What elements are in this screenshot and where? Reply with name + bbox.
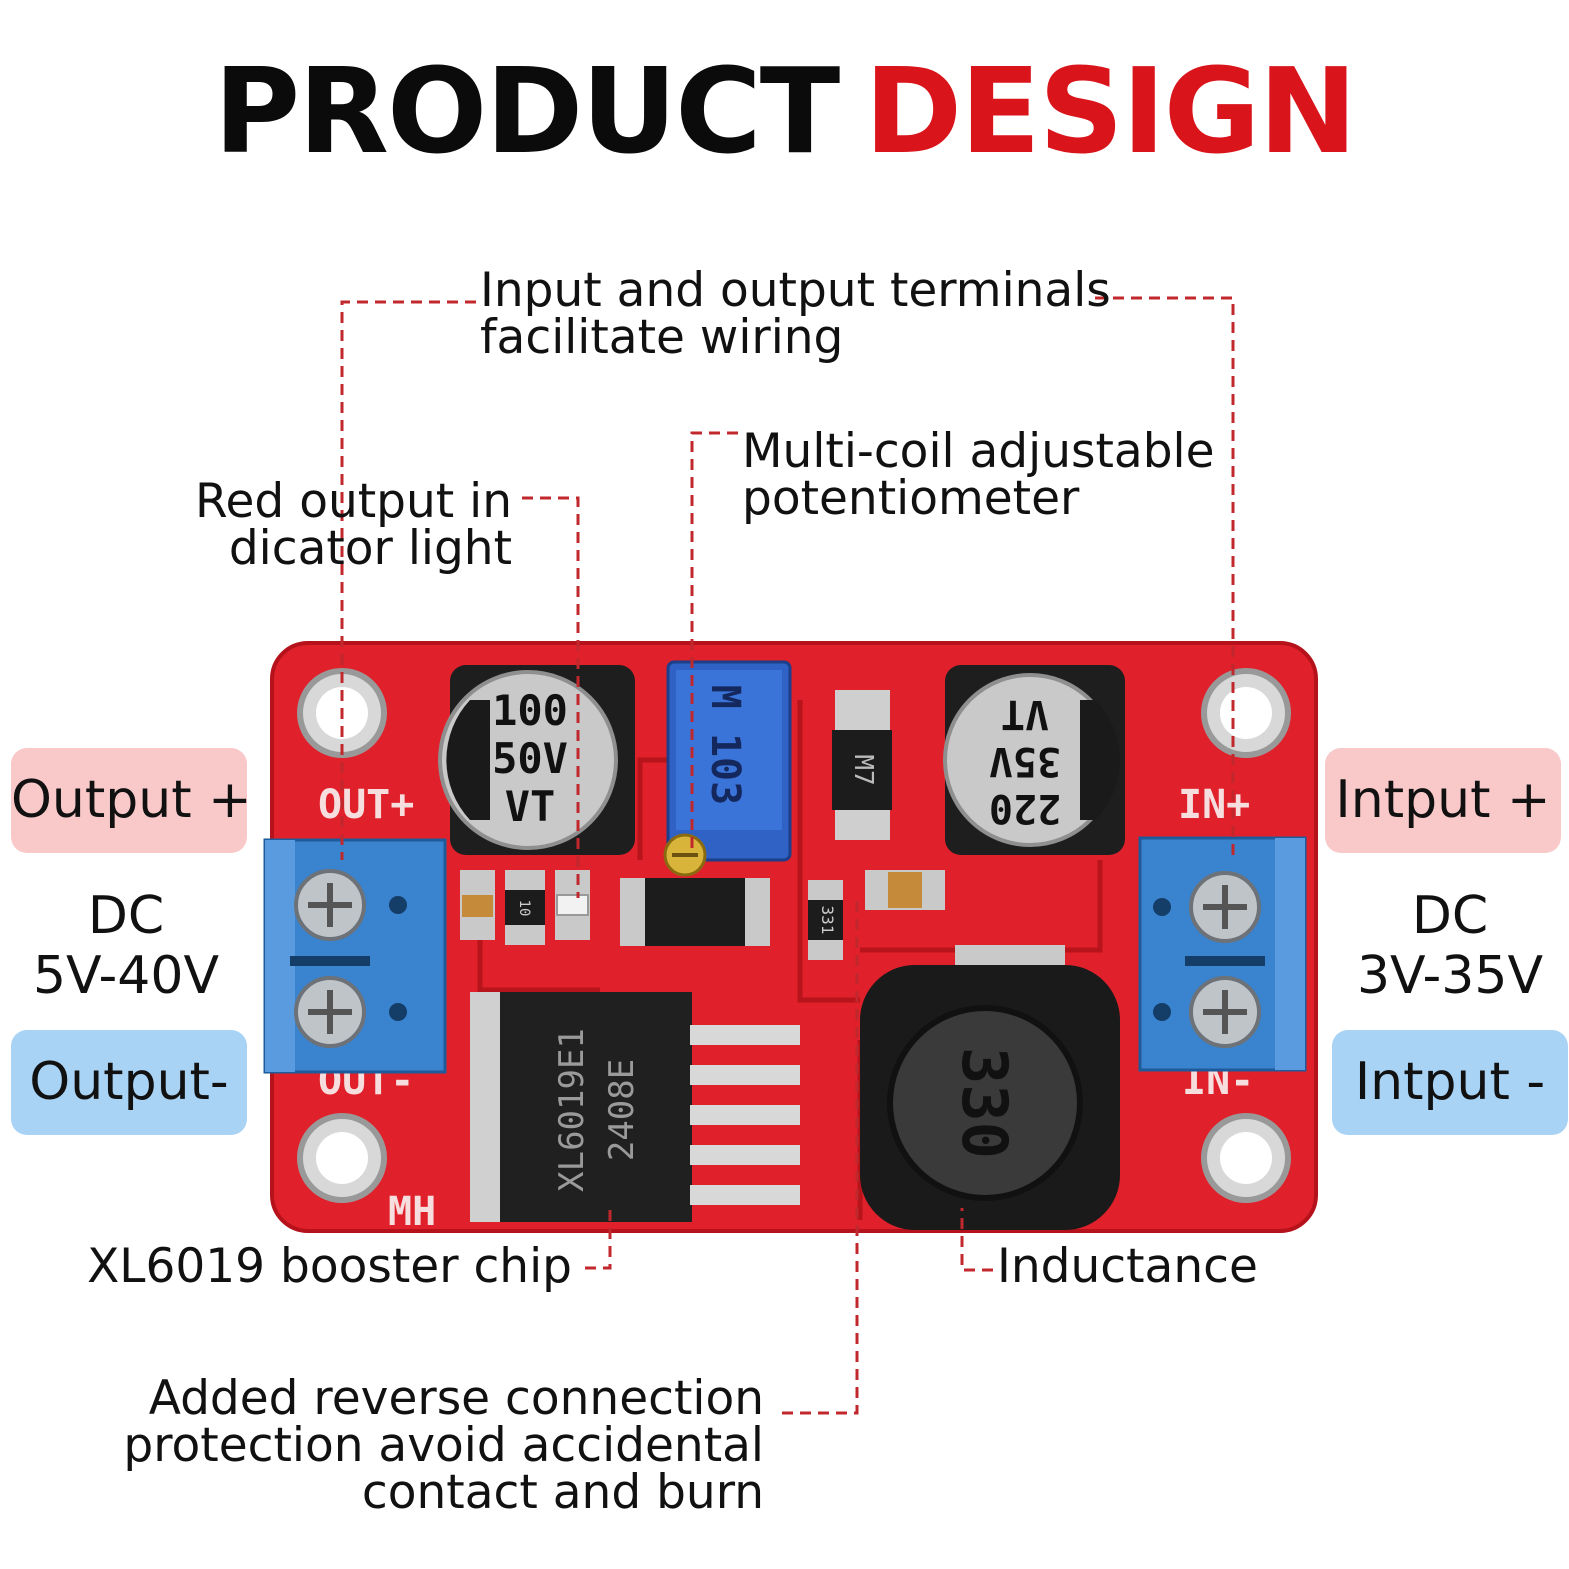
callout-indicator-line1: Red output in bbox=[194, 474, 512, 529]
title-part-design: DESIGN bbox=[864, 42, 1357, 180]
smd-components: 10 331 bbox=[460, 870, 945, 960]
diode-marking: M7 bbox=[848, 754, 878, 785]
leader-indicator bbox=[522, 496, 580, 898]
chip-marking-line2: 2408E bbox=[602, 1059, 642, 1161]
leader-terminals-right bbox=[1095, 296, 1235, 860]
output-dc-range: DC 5V-40V bbox=[6, 886, 246, 1006]
cap-right-value: 220 bbox=[989, 785, 1061, 831]
inductor-marking: 330 bbox=[948, 1047, 1021, 1159]
capacitor-left: 100 50V VT bbox=[438, 665, 635, 855]
capacitor-right: 220 35V VT bbox=[943, 665, 1125, 855]
callout-terminals: Input and output terminals facilitate wi… bbox=[480, 267, 1111, 361]
callout-chip: XL6019 booster chip bbox=[87, 1239, 572, 1294]
silk-mh: MH bbox=[388, 1189, 436, 1235]
leader-inductance bbox=[960, 1208, 993, 1272]
callout-inductance: Inductance bbox=[997, 1239, 1258, 1294]
inductor: 330 bbox=[860, 945, 1120, 1230]
input-plus-badge: Intput + bbox=[1325, 748, 1561, 853]
input-dc-label: DC bbox=[1411, 886, 1489, 946]
callout-potentiometer: Multi-coil adjustable potentiometer bbox=[742, 428, 1215, 522]
callout-indicator-line2: dicator light bbox=[228, 521, 512, 576]
potentiometer: M 103 bbox=[663, 660, 792, 877]
callout-terminals-line2: facilitate wiring bbox=[480, 310, 844, 365]
chip-marking-line1: XL6019E1 bbox=[552, 1028, 592, 1192]
silk-in-plus: IN+ bbox=[1178, 782, 1250, 828]
leader-chip bbox=[585, 1208, 612, 1270]
silk-out-plus: OUT+ bbox=[318, 782, 414, 828]
leader-protection bbox=[782, 900, 859, 1415]
diode-m7: M7 bbox=[832, 690, 892, 840]
terminal-block-right bbox=[1138, 836, 1307, 1072]
callout-indicator: Red output in dicator light bbox=[160, 478, 512, 572]
cap-left-voltage: 50V bbox=[492, 734, 568, 783]
callout-protection-line1: Added reverse connection bbox=[148, 1371, 764, 1426]
pot-marking: M 103 bbox=[702, 685, 748, 805]
cap-left-value: 100 bbox=[492, 686, 568, 735]
cap-right-series: VT bbox=[1001, 691, 1049, 737]
xl6019-chip: XL6019E1 2408E bbox=[470, 992, 800, 1222]
input-dc-range: DC 3V-35V bbox=[1330, 886, 1569, 1006]
output-plus-badge: Output + bbox=[11, 748, 252, 853]
callout-terminals-line1: Input and output terminals bbox=[480, 263, 1111, 318]
input-dc-value: 3V-35V bbox=[1356, 946, 1544, 1006]
terminal-block-left bbox=[263, 838, 447, 1074]
resistor-marking: 331 bbox=[818, 906, 837, 935]
resistor-small-marking: 10 bbox=[516, 900, 532, 917]
leader-lines bbox=[340, 296, 1235, 1415]
callout-protection-line3: contact and burn bbox=[361, 1465, 764, 1520]
leader-potentiometer bbox=[690, 431, 738, 850]
output-minus-badge: Output- bbox=[11, 1030, 247, 1135]
callout-protection-line2: protection avoid accidental bbox=[123, 1418, 764, 1473]
cap-right-voltage: 35V bbox=[989, 738, 1061, 784]
callout-potentiometer-line1: Multi-coil adjustable bbox=[742, 424, 1215, 479]
output-dc-value: 5V-40V bbox=[32, 946, 220, 1006]
title-part-product: PRODUCT bbox=[213, 42, 841, 180]
output-dc-label: DC bbox=[87, 886, 165, 946]
input-minus-badge: Intput - bbox=[1332, 1030, 1568, 1135]
cap-left-series: VT bbox=[505, 782, 556, 831]
callout-potentiometer-line2: potentiometer bbox=[742, 471, 1080, 526]
leader-terminals-left bbox=[340, 300, 476, 860]
callout-protection: Added reverse connection protection avoi… bbox=[60, 1375, 764, 1516]
